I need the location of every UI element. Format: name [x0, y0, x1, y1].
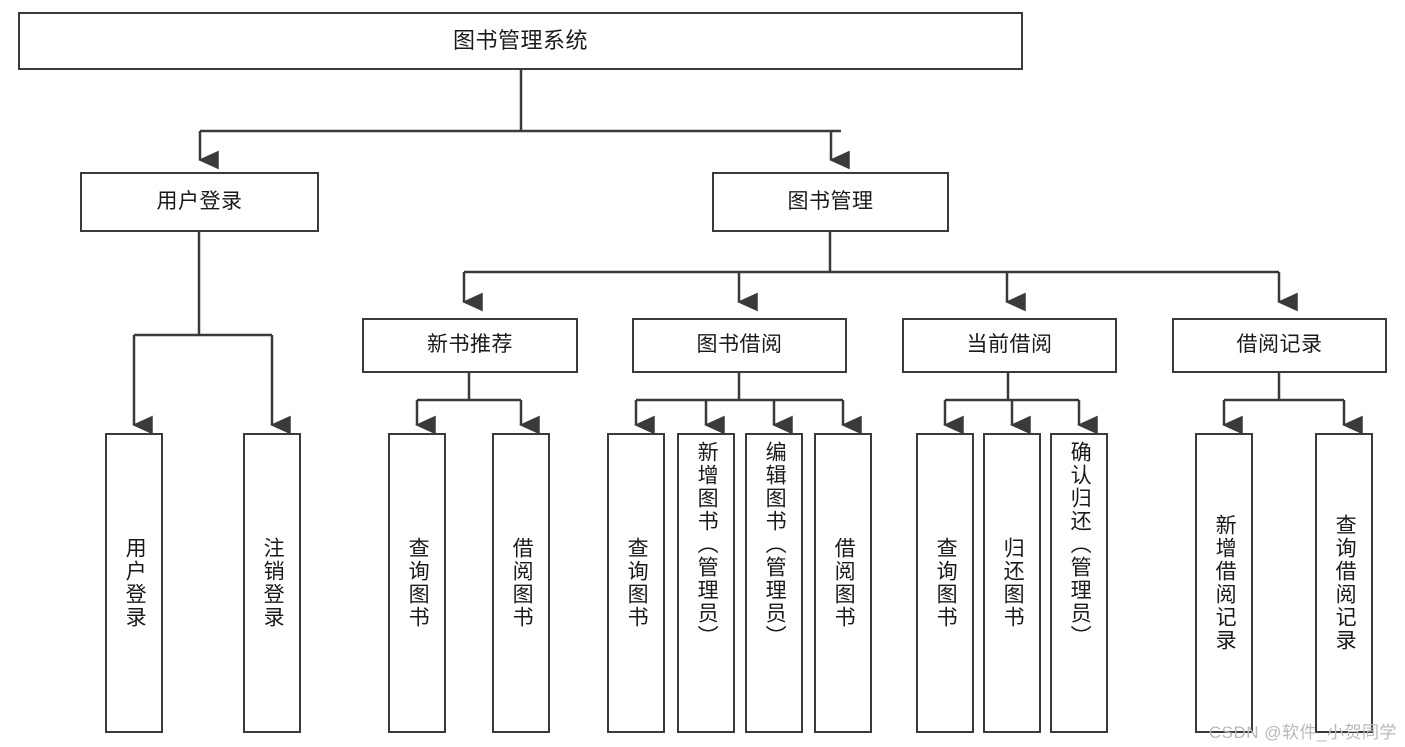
node-book-management-label: 图书管理 — [787, 189, 874, 213]
leaf-book-borrow-query[interactable]: 查询图书 — [607, 433, 665, 733]
leaf-new-book-borrow[interactable]: 借阅图书 — [492, 433, 550, 733]
leaf-current-borrow-return[interactable]: 归还图书 — [983, 433, 1041, 733]
leaf-current-borrow-confirm[interactable]: 确认归还（管理员） — [1050, 433, 1108, 733]
node-borrow-record-label: 借阅记录 — [1236, 333, 1323, 357]
leaf-user-login-logout[interactable]: 注销登录 — [243, 433, 301, 733]
leaf-new-book-query[interactable]: 查询图书 — [388, 433, 446, 733]
leaf-user-login-logout-label: 注销登录 — [261, 537, 285, 629]
leaf-book-borrow-add-label: 新增图书（管理员） — [695, 441, 719, 648]
node-book-management[interactable]: 图书管理 — [712, 172, 949, 232]
node-current-borrow[interactable]: 当前借阅 — [902, 318, 1117, 373]
leaf-current-borrow-return-label: 归还图书 — [1001, 537, 1025, 629]
leaf-book-borrow-add[interactable]: 新增图书（管理员） — [677, 433, 735, 733]
leaf-book-borrow-edit[interactable]: 编辑图书（管理员） — [745, 433, 803, 733]
leaf-current-borrow-query[interactable]: 查询图书 — [916, 433, 974, 733]
node-current-borrow-label: 当前借阅 — [966, 333, 1053, 357]
leaf-book-borrow-borrow-label: 借阅图书 — [832, 537, 856, 629]
leaf-book-borrow-borrow[interactable]: 借阅图书 — [814, 433, 872, 733]
leaf-user-login-login-label: 用户登录 — [123, 537, 147, 629]
leaf-borrow-record-query[interactable]: 查询借阅记录 — [1315, 433, 1373, 733]
leaf-current-borrow-confirm-label: 确认归还（管理员） — [1068, 441, 1092, 648]
node-user-login-label: 用户登录 — [156, 189, 243, 213]
node-new-book-recommend[interactable]: 新书推荐 — [362, 318, 578, 373]
leaf-current-borrow-query-label: 查询图书 — [934, 537, 958, 629]
leaf-new-book-query-label: 查询图书 — [406, 537, 430, 629]
node-new-book-recommend-label: 新书推荐 — [427, 333, 513, 357]
watermark-text: CSDN @软件_小贺同学 — [1208, 723, 1397, 742]
node-user-login[interactable]: 用户登录 — [80, 172, 319, 232]
leaf-book-borrow-query-label: 查询图书 — [625, 537, 649, 629]
leaf-borrow-record-query-label: 查询借阅记录 — [1333, 514, 1357, 652]
leaf-borrow-record-add-label: 新增借阅记录 — [1213, 514, 1237, 652]
leaf-user-login-login[interactable]: 用户登录 — [105, 433, 163, 733]
leaf-new-book-borrow-label: 借阅图书 — [510, 537, 534, 629]
leaf-book-borrow-edit-label: 编辑图书（管理员） — [763, 441, 787, 648]
node-borrow-record[interactable]: 借阅记录 — [1172, 318, 1387, 373]
node-book-borrow-label: 图书借阅 — [696, 333, 783, 357]
node-root[interactable]: 图书管理系统 — [18, 12, 1023, 70]
node-root-label: 图书管理系统 — [452, 28, 588, 54]
node-book-borrow[interactable]: 图书借阅 — [632, 318, 847, 373]
leaf-borrow-record-add[interactable]: 新增借阅记录 — [1195, 433, 1253, 733]
